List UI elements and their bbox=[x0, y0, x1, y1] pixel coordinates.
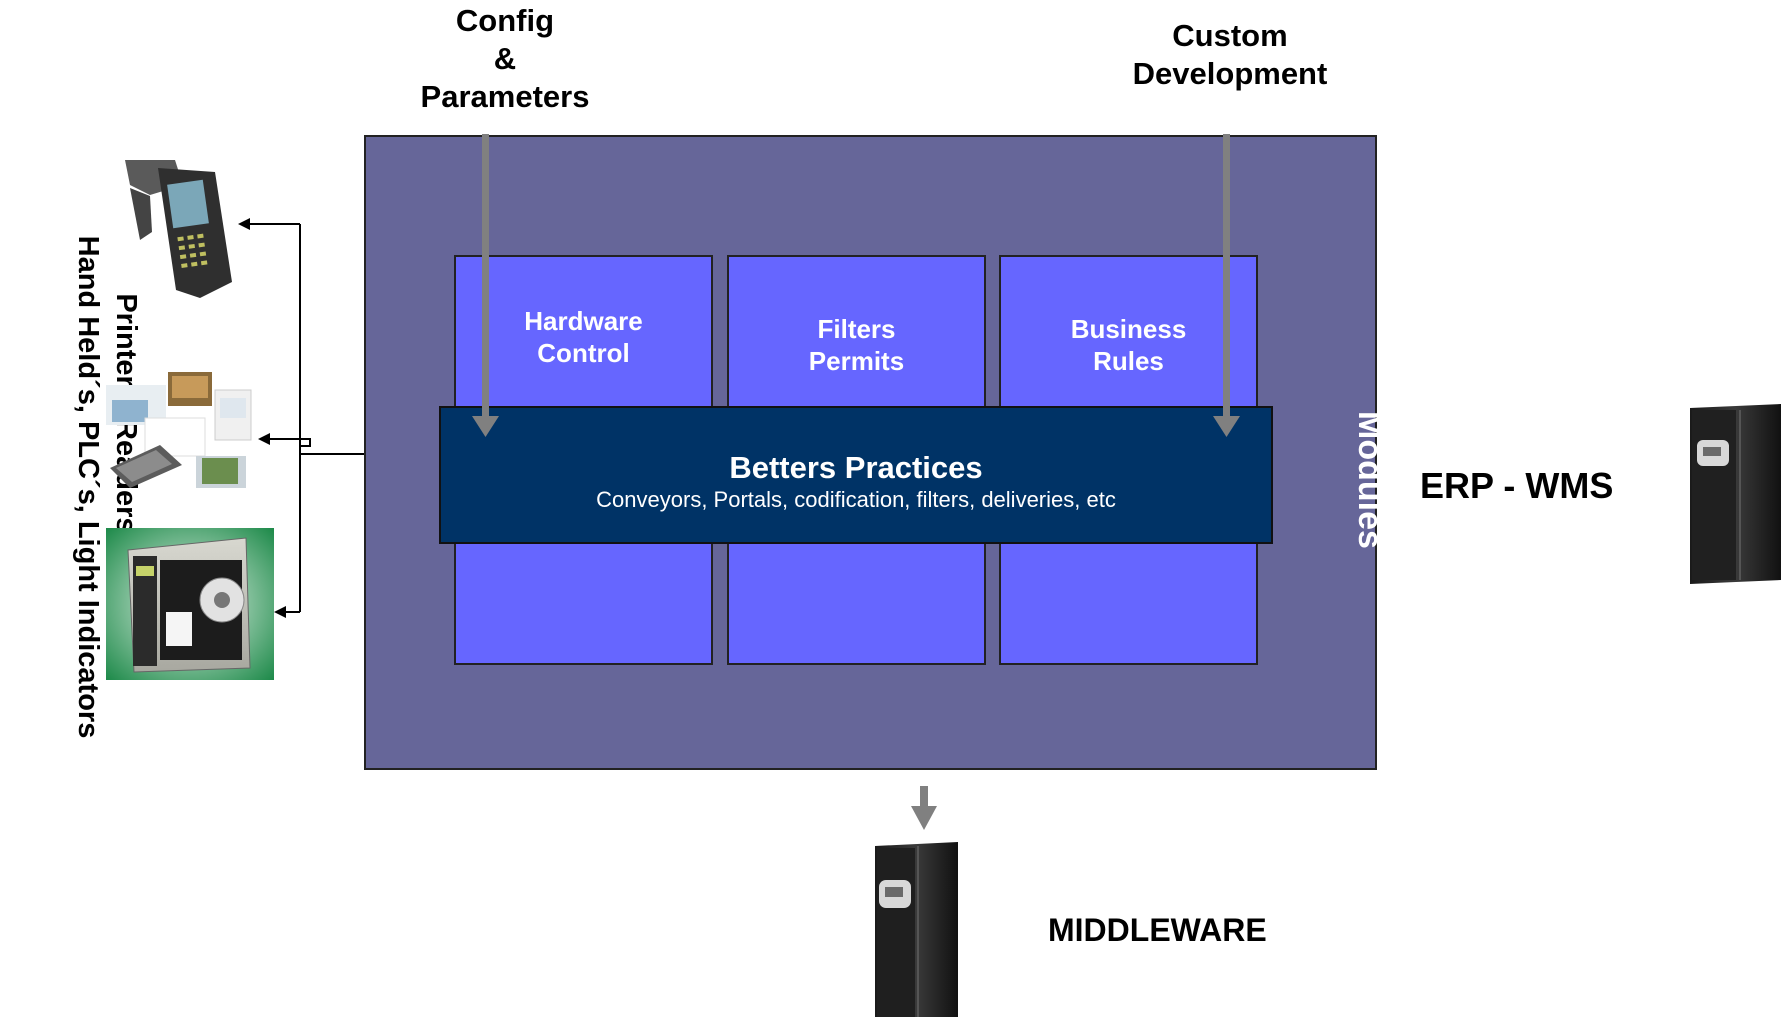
config-arrow bbox=[472, 134, 499, 437]
best-practices-subtitle: Conveyors, Portals, codification, filter… bbox=[596, 487, 1116, 512]
server-tower-icon bbox=[875, 842, 958, 1017]
module-label-line1: Hardware bbox=[524, 306, 643, 336]
middleware-label: MIDDLEWARE bbox=[1048, 912, 1267, 948]
config-label-line3: Parameters bbox=[420, 79, 590, 114]
config-label-line1: Config bbox=[455, 3, 555, 38]
readers-collage-icon bbox=[106, 372, 252, 488]
custom-label-line2: Development bbox=[1132, 56, 1328, 91]
module-label-line1: Business bbox=[1070, 314, 1187, 344]
custom-development-arrow bbox=[1213, 134, 1240, 437]
config-label-line2: & bbox=[493, 41, 517, 76]
custom-development-label: Custom Development bbox=[1115, 17, 1345, 93]
module-label-line1: Filters bbox=[817, 314, 896, 344]
module-label-line2: Control bbox=[537, 338, 630, 368]
custom-label-line1: Custom bbox=[1172, 18, 1288, 53]
best-practices-title: Betters Practices bbox=[729, 450, 983, 485]
server-tower-icon bbox=[1690, 404, 1781, 584]
config-parameters-label: Config & Parameters bbox=[400, 2, 610, 116]
module-label-line2: Permits bbox=[808, 346, 905, 376]
erp-wms-label: ERP - WMS bbox=[1420, 465, 1614, 506]
best-practices-bar: Betters Practices Conveyors, Portals, co… bbox=[439, 406, 1273, 544]
device-connectors bbox=[238, 218, 364, 618]
module-label-line2: Rules bbox=[1093, 346, 1164, 376]
handheld-scanner-icon bbox=[125, 160, 232, 298]
middleware-arrow bbox=[911, 786, 937, 830]
label-printer-icon bbox=[106, 528, 274, 680]
